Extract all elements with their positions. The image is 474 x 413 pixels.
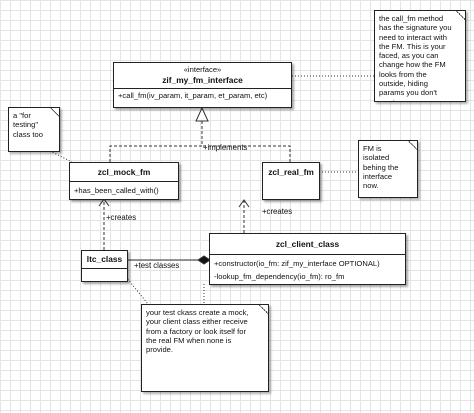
implements-line-mock (109, 118, 203, 162)
note-anchor-mock-explain (121, 271, 205, 305)
interface-stereotype: «interface» (183, 65, 222, 74)
mock-class-name: zcl_mock_fm (97, 167, 151, 177)
interface-class-header: «interface» zif_my_fm_interface (114, 63, 291, 89)
client-method-constructor: +constructor(io_fm: zif_my_interface OPT… (214, 259, 380, 268)
mock-method-has-been-called-with: +has_been_called_with() (74, 186, 159, 195)
interface-class-name: zif_my_fm_interface (162, 75, 243, 85)
real-class-box[interactable]: zcl_real_fm (262, 162, 320, 200)
creates-mock-label: +creates (106, 213, 137, 222)
note-mock-explain: your test ckass create a mock, your clie… (141, 304, 269, 392)
mock-class-box[interactable]: zcl_mock_fm +has_been_called_with() (69, 162, 179, 200)
interface-class-box[interactable]: «interface» zif_my_fm_interface +call_fm… (113, 62, 292, 108)
real-class-header: zcl_real_fm (263, 163, 319, 181)
ltc-class-header: ltc_class (82, 251, 127, 269)
client-class-header: zcl_client_class (210, 234, 405, 255)
client-method-lookup-fm-dependency: -lookup_fm_dependency(io_fm): ro_fm (214, 272, 345, 281)
client-class-box[interactable]: zcl_client_class +constructor(io_fm: zif… (209, 233, 406, 285)
mock-class-header: zcl_mock_fm (70, 163, 178, 182)
note-signature: the call_fm method has the signature you… (374, 10, 466, 102)
ltc-class-name: ltc_class (86, 254, 123, 264)
implements-line-real (202, 145, 291, 162)
test-classes-label: +test classes (134, 261, 180, 270)
creates-real-label: +creates (262, 207, 293, 216)
note-isolated: FM is isolated behing the interface now. (358, 140, 418, 198)
note-anchor-testing (49, 150, 73, 163)
realization-arrowhead (195, 106, 209, 122)
creates-arrowhead-real (238, 199, 250, 208)
interface-method-call-fm: +call_fm(iv_param, it_param, et_param, e… (118, 91, 268, 100)
implements-label: +implements (203, 143, 248, 152)
ltc-class-box[interactable]: ltc_class (81, 250, 128, 282)
real-class-name: zcl_real_fm (268, 167, 314, 177)
note-for-testing: a "for testing" class too (8, 107, 60, 152)
client-class-name: zcl_client_class (275, 239, 340, 249)
